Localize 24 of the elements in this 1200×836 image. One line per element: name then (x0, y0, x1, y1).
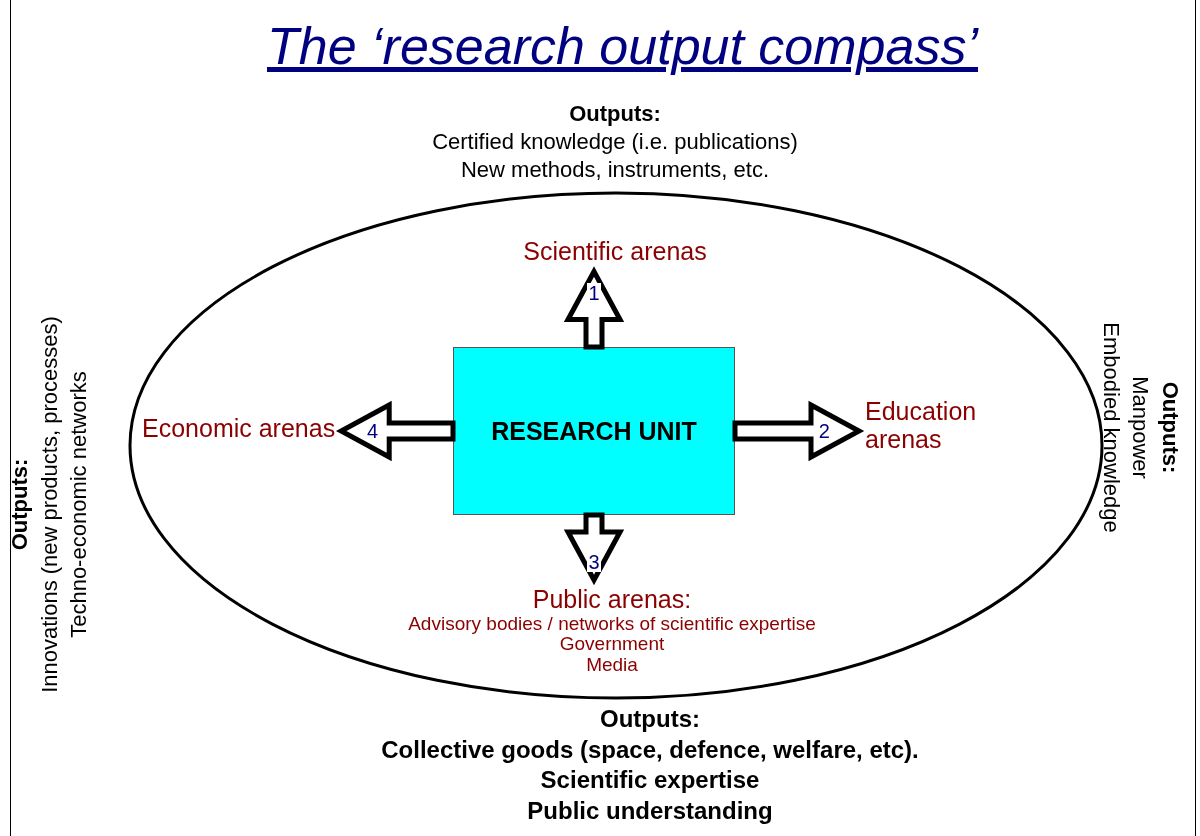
output-item-text: New methods, instruments, etc. (460, 157, 770, 183)
arena-detail-text: Media (586, 655, 638, 677)
research-unit-box: RESEARCH UNIT (453, 347, 735, 515)
output-item-text: Public understanding (527, 797, 773, 825)
arena-detail-text: Government (559, 634, 665, 656)
output-item-text: Techno-economic networks (66, 371, 92, 638)
outputs-heading: Outputs: (1157, 381, 1183, 474)
arena-label: Education arenas (865, 398, 978, 453)
output-item-text: Innovations (new products, processes) (37, 316, 63, 693)
block-arrow (732, 400, 865, 462)
output-item-text: Embodied knowledge (1098, 322, 1124, 533)
arena-label: Scientific arenas (523, 238, 707, 266)
arena-detail-text: Advisory bodies / networks of scientific expertise (408, 613, 816, 635)
arena-label: Public arenas: (532, 586, 692, 614)
block-arrow (335, 400, 456, 462)
outputs-heading: Outputs: (7, 458, 33, 551)
outputs-heading: Outputs: (569, 101, 661, 126)
output-item-text: Manpower (1127, 376, 1153, 479)
output-item-text: Collective goods (space, defence, welfare, etc). (381, 735, 919, 763)
outputs-heading: Outputs: (600, 705, 700, 732)
output-item-text: Scientific expertise (540, 766, 760, 794)
output-item-text: Certified knowledge (i.e. publications) (432, 129, 798, 155)
arena-label: Economic arenas (142, 415, 336, 443)
diagram-title: The ‘research output compass’ (267, 17, 978, 75)
